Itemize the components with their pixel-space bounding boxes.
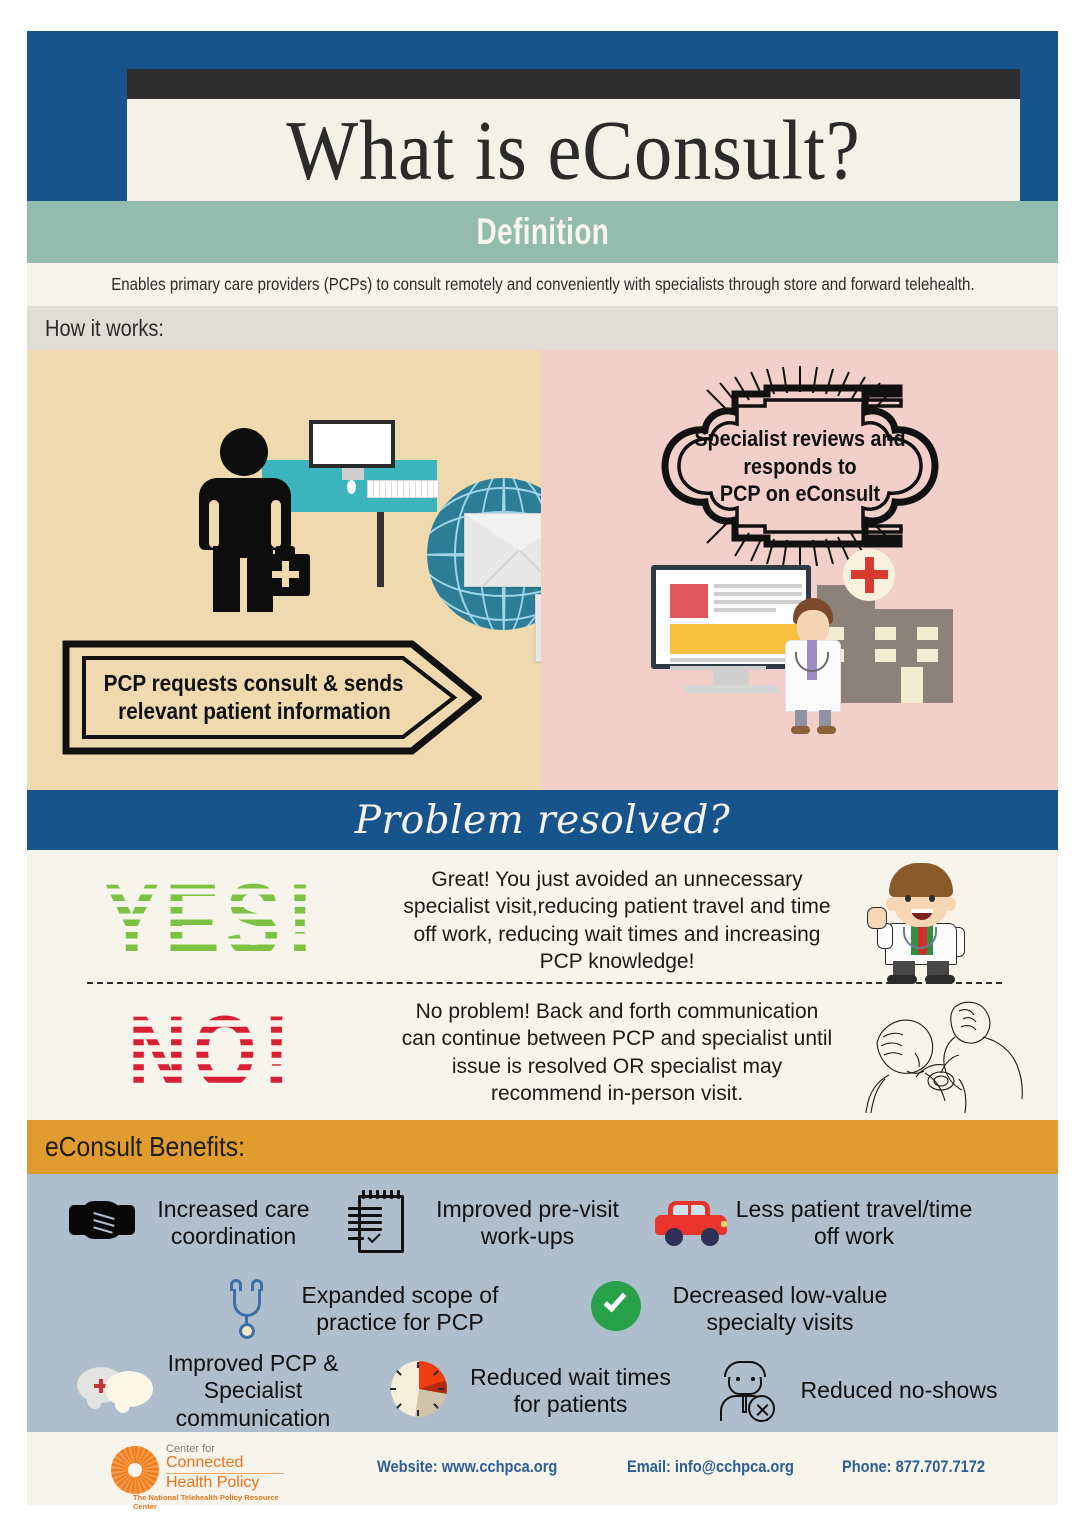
logo-line-2: Connected	[166, 1454, 244, 1471]
pcp-request-text: PCP requests consult & sends relevant pa…	[84, 640, 424, 755]
definition-band: Definition	[27, 201, 1058, 263]
yes-text: Great! You just avoided an unnecessary s…	[403, 867, 831, 973]
header-banner: What is eConsult?	[27, 31, 1058, 209]
handshake-icon	[63, 1191, 141, 1255]
pcp-request-line-2: relevant patient information	[117, 697, 391, 724]
benefit-item: Improved pre-visit work-ups	[342, 1190, 635, 1255]
sunburst-logo-icon	[111, 1446, 159, 1494]
benefit-label: Decreased low-value specialty visits	[672, 1281, 888, 1335]
doctor-patient-line-drawing	[865, 1001, 1023, 1113]
definition-body-text: Enables primary care providers (PCPs) to…	[110, 274, 975, 294]
definition-heading: Definition	[476, 210, 609, 252]
benefit-item: Improved PCP & Specialist communication	[75, 1350, 353, 1431]
pcp-request-line-1: PCP requests consult & sends	[104, 670, 404, 697]
arrow-outline	[62, 640, 482, 755]
benefit-label: Improved PCP & Specialist communication	[167, 1350, 339, 1431]
no-text: No problem! Back and forth communication…	[401, 999, 833, 1105]
pie-clock-icon	[375, 1359, 453, 1423]
desk-leg	[377, 512, 384, 587]
benefits-heading-bar: eConsult Benefits:	[27, 1120, 1058, 1174]
stethoscope-exam-sketch	[837, 993, 1037, 1113]
page-title: What is eConsult?	[286, 108, 860, 200]
specialist-monitor-icon	[651, 565, 823, 697]
no-row: NO! No problem! Back and forth communica…	[27, 990, 1058, 1115]
benefit-item: Reduced no-shows	[706, 1359, 1014, 1423]
benefit-label: Expanded scope of practice for PCP	[301, 1281, 499, 1335]
problem-resolved-banner: Problem resolved?	[27, 790, 1058, 850]
footer-email-text[interactable]: Email: info@cchpca.org	[627, 1457, 794, 1476]
specialist-doctor-icon	[777, 598, 849, 734]
benefit-label: Reduced wait times for patients	[470, 1363, 671, 1417]
benefit-label: Reduced no-shows	[800, 1377, 998, 1404]
monitor-icon	[309, 420, 395, 468]
benefit-item: Expanded scope of practice for PCP	[207, 1277, 515, 1341]
pcp-desk-scene-illustration	[187, 410, 439, 613]
footer-phone: Phone: 877.707.7172	[842, 1457, 1008, 1477]
benefit-item: Less patient travel/time off work	[651, 1191, 979, 1255]
benefits-list: Increased care coordination Improved pre…	[27, 1174, 1058, 1432]
benefit-item: Increased care coordination	[63, 1191, 326, 1255]
specialist-line-2: PCP on eConsult	[719, 481, 881, 507]
waving-doctor-illustration	[837, 861, 1037, 984]
benefits-row-2: Expanded scope of practice for PCP Decre…	[27, 1270, 1058, 1348]
monitor-stand	[342, 468, 364, 480]
footer-website-text[interactable]: Website: www.cchpca.org	[377, 1457, 558, 1476]
pcp-panel: PCP requests consult & sends relevant pa…	[27, 350, 636, 790]
benefits-row-3: Improved PCP & Specialist communication	[27, 1350, 1058, 1432]
pcp-person-icon	[187, 428, 310, 613]
yes-word: YES!	[104, 863, 320, 977]
logo-line-3: Health Policy	[166, 1474, 260, 1491]
logo-rule	[166, 1473, 284, 1474]
problem-resolved-heading: Problem resolved?	[354, 797, 731, 843]
no-word-wrap: NO!	[27, 1001, 397, 1104]
green-check-icon	[577, 1277, 655, 1341]
footer-website: Website: www.cchpca.org	[377, 1457, 627, 1477]
divider-dashed	[87, 982, 1002, 984]
specialist-cloud-text: Specialist reviews and responds to PCP o…	[569, 364, 1031, 569]
clipboard-icon	[342, 1190, 420, 1255]
benefit-item: Decreased low-value specialty visits	[577, 1277, 905, 1341]
yes-row: YES! Great! You just avoided an unnecess…	[27, 858, 1058, 984]
benefit-label: Improved pre-visit work-ups	[436, 1195, 619, 1249]
logo-line-1: Center for	[166, 1443, 215, 1455]
specialist-panel: Specialist reviews and responds to PCP o…	[541, 350, 1058, 790]
car-icon	[651, 1191, 729, 1255]
specialist-cloud-callout: Specialist reviews and responds to PCP o…	[569, 364, 1031, 569]
footer-phone-text: Phone: 877.707.7172	[842, 1457, 986, 1476]
red-cross-icon	[843, 549, 895, 601]
definition-body: Enables primary care providers (PCPs) to…	[27, 263, 1058, 306]
how-it-works-label: How it works:	[45, 314, 164, 341]
how-it-works-label-bar: How it works:	[27, 306, 1058, 350]
yes-word-wrap: YES!	[27, 869, 397, 972]
benefits-heading: eConsult Benefits:	[45, 1131, 245, 1162]
keyboard-icon	[367, 480, 439, 498]
no-show-person-icon	[706, 1359, 784, 1423]
mouse-icon	[347, 480, 356, 494]
benefit-label: Less patient travel/time off work	[735, 1195, 973, 1249]
benefit-item: Reduced wait times for patients	[375, 1359, 688, 1423]
header-title-box: What is eConsult?	[127, 99, 1020, 209]
footer: Center for Connected Health Policy The N…	[27, 1432, 1058, 1511]
benefit-label: Increased care coordination	[157, 1195, 310, 1249]
pcp-request-arrow-banner: PCP requests consult & sends relevant pa…	[62, 640, 482, 755]
footer-contact: Website: www.cchpca.org Email: info@cchp…	[377, 1457, 1037, 1477]
specialist-line-1: Specialist reviews and responds to	[694, 426, 906, 479]
no-word: NO!	[127, 995, 297, 1109]
cchp-logo: Center for Connected Health Policy The N…	[111, 1438, 291, 1511]
stethoscope-icon	[207, 1277, 285, 1341]
cloud-outline	[661, 366, 939, 567]
footer-email: Email: info@cchpca.org	[627, 1457, 842, 1477]
logo-tagline: The National Telehealth Policy Resource …	[133, 1493, 279, 1511]
speech-bubbles-icon	[75, 1359, 153, 1423]
benefits-row-1: Increased care coordination Improved pre…	[27, 1182, 1058, 1264]
problem-resolved-body: YES! Great! You just avoided an unnecess…	[27, 850, 1058, 1120]
how-it-works-panels: PCP requests consult & sends relevant pa…	[27, 350, 1058, 790]
